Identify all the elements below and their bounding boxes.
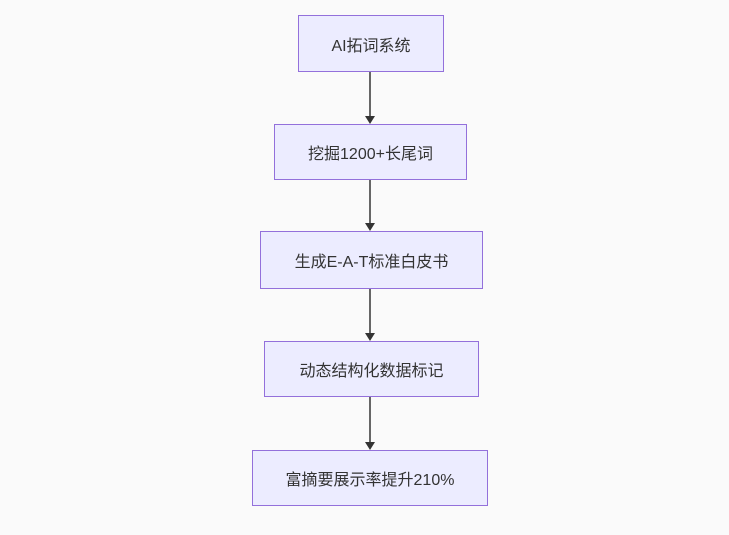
node-label: 富摘要展示率提升210% [285,472,455,489]
flowchart-node-longtail-mining: 挖掘1200+长尾词 [274,124,467,180]
node-label: AI拓词系统 [331,37,411,55]
arrowhead-down-icon [365,333,375,341]
flow-arrow-4 [365,397,375,450]
arrow-line [369,72,371,116]
flowchart-node-ai-keyword-system: AI拓词系统 [298,15,444,72]
flow-arrow-3 [365,289,375,341]
arrowhead-down-icon [365,223,375,231]
arrow-line [369,289,371,333]
flowchart-node-structured-data-markup: 动态结构化数据标记 [264,341,479,397]
arrow-line [369,180,371,223]
arrowhead-down-icon [365,442,375,450]
flowchart-node-rich-snippet-result: 富摘要展示率提升210% [252,450,488,506]
node-label: 挖掘1200+长尾词 [308,146,433,163]
arrowhead-down-icon [365,116,375,124]
node-label: 生成E-A-T标准白皮书 [294,254,449,271]
flowchart-node-eat-whitepaper: 生成E-A-T标准白皮书 [260,231,483,289]
arrow-line [369,397,371,442]
node-label: 动态结构化数据标记 [299,363,444,380]
flow-arrow-2 [365,180,375,231]
flow-arrow-1 [365,72,375,124]
